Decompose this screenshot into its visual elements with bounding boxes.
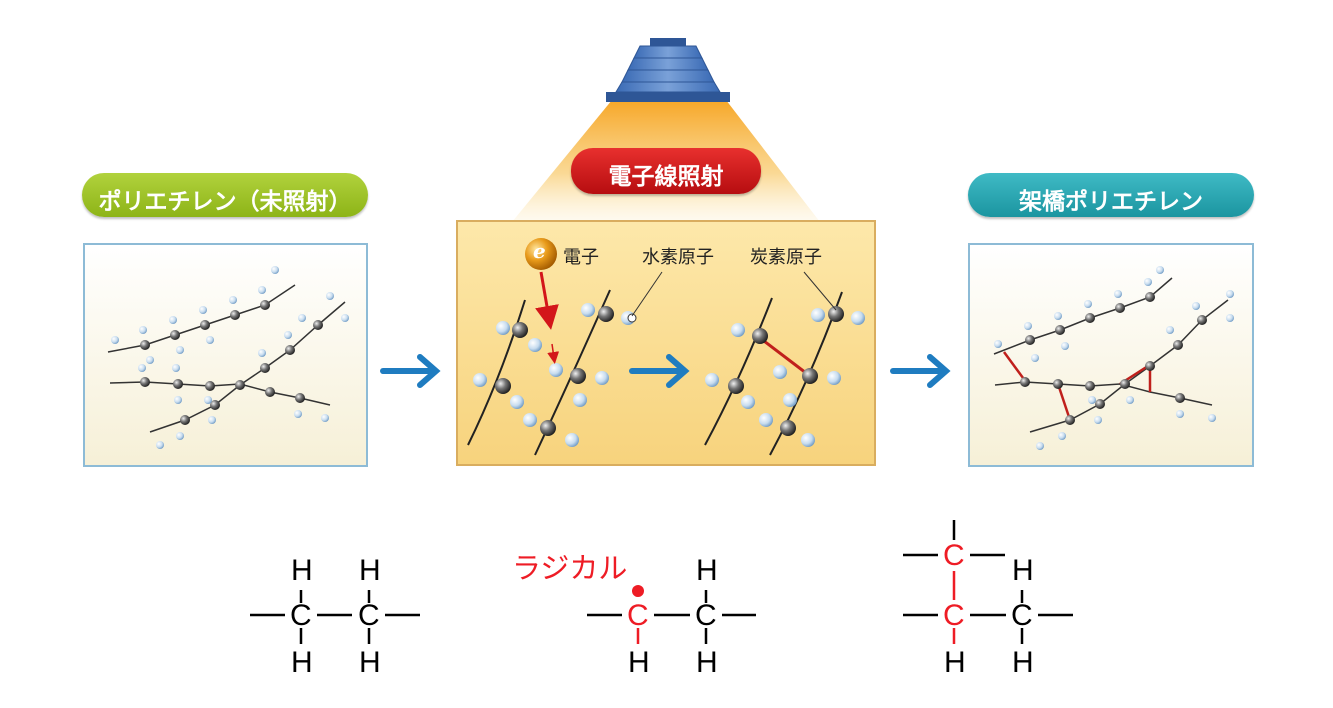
middle-title-text: 電子線照射 <box>608 164 724 190</box>
right-title-text: 架橋ポリエチレン <box>1019 189 1203 215</box>
radical-label: ラジカル <box>512 551 628 585</box>
electron-icon <box>525 238 557 270</box>
polyethylene-panel <box>83 243 368 467</box>
crosslinked-polyethylene-label: 架橋ポリエチレン <box>968 173 1254 217</box>
atom-h: H <box>359 646 381 679</box>
crosslink-carbon-top: C <box>943 539 965 572</box>
electron-label: 電子 <box>563 247 599 268</box>
left-title-text: ポリエチレン（未照射） <box>98 189 352 215</box>
atom-c: C <box>695 599 717 632</box>
atom-h: H <box>944 646 966 679</box>
atom-h: H <box>291 554 313 587</box>
atom-c: C <box>290 599 312 632</box>
process-arrow-3 <box>890 354 951 388</box>
crosslink-carbon-bottom: C <box>943 599 965 632</box>
electron-gun-icon <box>606 38 730 102</box>
hydrogen-leader-line <box>631 271 663 317</box>
atom-h: H <box>628 646 650 679</box>
electron-path-arrow <box>535 271 559 330</box>
middle-atoms <box>473 303 865 447</box>
carbon-leader-line <box>803 271 837 311</box>
atom-h: H <box>1012 554 1034 587</box>
polyethylene-unirradiated-label: ポリエチレン（未照射） <box>82 173 368 217</box>
hydrogen-atom-label: 水素原子 <box>642 247 714 268</box>
atom-c: C <box>358 599 380 632</box>
atom-c: C <box>1011 599 1033 632</box>
polyethylene-atoms <box>111 266 349 449</box>
radical-dot <box>632 585 644 597</box>
electron-beam-irradiation-label: 電子線照射 <box>571 148 761 194</box>
crosslinked-panel <box>968 243 1254 467</box>
carbon-atom-label: 炭素原子 <box>750 247 822 268</box>
process-arrow-1 <box>380 354 441 388</box>
atom-h: H <box>696 646 718 679</box>
radical-carbon: C <box>627 599 649 632</box>
electron-symbol: e <box>533 239 546 263</box>
atom-h: H <box>1012 646 1034 679</box>
atom-h: H <box>696 554 718 587</box>
process-arrow-2 <box>629 354 690 388</box>
atom-h: H <box>291 646 313 679</box>
crosslink-bond <box>759 336 811 378</box>
atom-h: H <box>359 554 381 587</box>
electron-scatter-arrow <box>547 343 560 364</box>
crosslinked-atoms <box>994 266 1234 450</box>
